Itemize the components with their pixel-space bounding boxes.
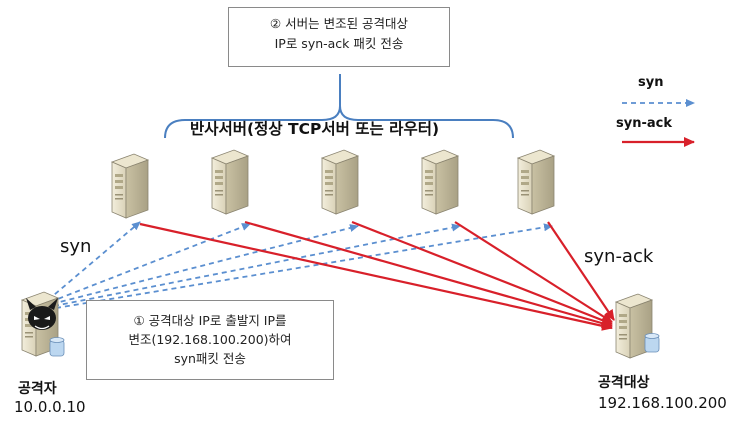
synack-arrow-label: syn-ack (584, 246, 654, 267)
callout-server-reply-line2: IP로 syn-ack 패킷 전송 (274, 36, 404, 51)
reflector-server-icon-5 (517, 149, 555, 215)
reflector-server-icon-4 (421, 149, 459, 215)
reflector-server-icon-3 (321, 149, 359, 215)
callout-server-reply-line1: ② 서버는 변조된 공격대상 (269, 16, 409, 31)
callout-spoofed-syn: ① 공격대상 IP로 출발지 IP를 변조(192.168.100.200)하여… (86, 300, 334, 380)
syn-arrow-1 (47, 221, 141, 301)
synack-arrow-3 (351, 220, 613, 326)
synack-arrow-1 (139, 222, 613, 331)
synack-arrow-4 (454, 221, 613, 323)
attacker-name: 공격자 (18, 381, 57, 397)
syn-arrow-5 (55, 223, 553, 309)
reflector-server-icon-2 (211, 149, 249, 215)
reflector-group-label: 반사서버(정상 TCP서버 또는 라우터) (190, 120, 440, 138)
syn-arrow-label: syn (60, 236, 92, 257)
server-group-bracket (164, 105, 514, 139)
legend-syn-label: syn (638, 75, 664, 90)
callout-spoofed-syn-line3: syn패킷 전송 (174, 351, 246, 366)
legend-synack-label: syn-ack (616, 116, 672, 131)
reflector-server-icon-1 (111, 153, 149, 219)
callout-spoofed-syn-line2: 변조(192.168.100.200)하여 (128, 332, 292, 347)
target-ip: 192.168.100.200 (598, 394, 727, 412)
target-name: 공격대상 (598, 375, 650, 391)
attacker-ip: 10.0.0.10 (14, 398, 86, 416)
callout-spoofed-syn-line1: ① 공격대상 IP로 출발지 IP를 (133, 313, 287, 328)
synack-arrow-2 (244, 220, 613, 329)
callout-server-reply: ② 서버는 변조된 공격대상 IP로 syn-ack 패킷 전송 (228, 7, 450, 67)
syn-arrow-4 (53, 223, 461, 307)
attacker-computer-icon (21, 291, 65, 357)
synack-arrow-5 (547, 221, 615, 321)
target-computer-icon (615, 293, 660, 359)
